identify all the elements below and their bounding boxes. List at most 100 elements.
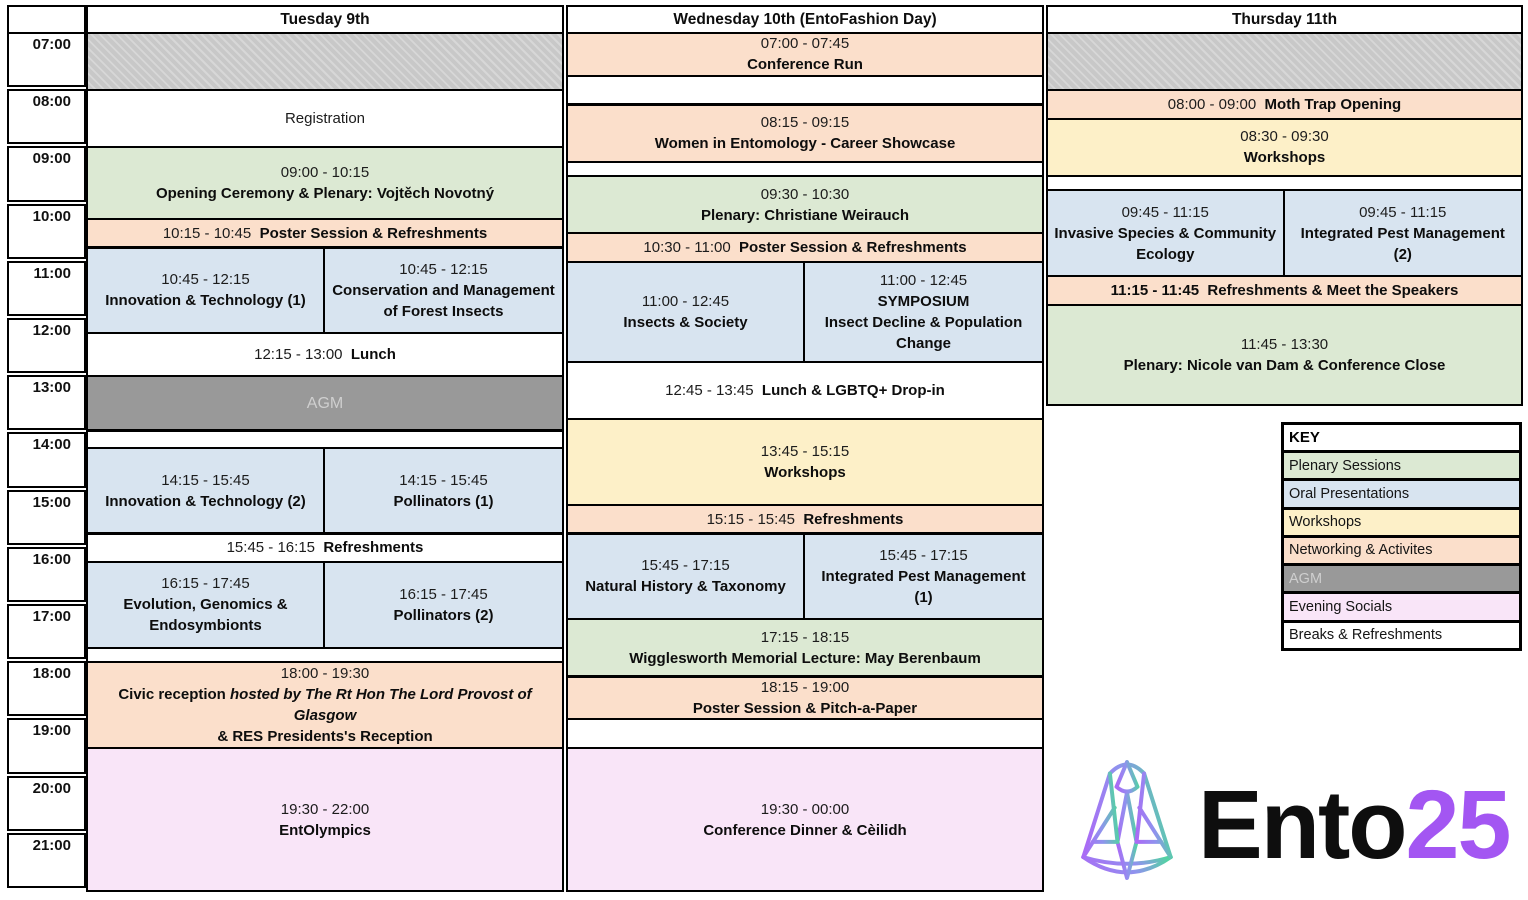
time-label: 16:00: [32, 550, 71, 568]
event-text-line: 12:15 - 13:00 Lunch: [254, 346, 396, 364]
time-label: 17:00: [32, 608, 71, 625]
moth-icon: [1081, 760, 1173, 880]
time-label: 07:00: [32, 36, 71, 53]
time-label: 12:00: [32, 322, 71, 339]
event-text-line: 09:30 - 10:30: [760, 185, 850, 203]
event-text-line: 14:15 - 15:45: [161, 471, 250, 489]
event-text-line: 10:45 - 12:15: [161, 271, 250, 289]
event-text-line: 16:15 - 17:45: [399, 585, 488, 603]
event-agm: AGM: [86, 375, 564, 432]
time-label: 21:00: [32, 836, 71, 854]
key-row-break: Breaks & Refreshments: [1284, 619, 1519, 648]
event-text-line: 09:45 - 11:15: [1121, 203, 1209, 221]
day-events-thursday: 08:00 - 09:00 Moth Trap Opening 08:30 - 0…: [1046, 0, 1523, 900]
event-text-line: Innovation & Technology (2): [105, 492, 306, 510]
event-text-line: 19:30 - 00:00: [760, 800, 850, 818]
event-text-line: Conservation and Management of Forest In…: [332, 281, 555, 320]
event-text-line: Integrated Pest Management (2): [1300, 224, 1505, 263]
event-break: 12:45 - 13:45 Lunch & LGBTQ+ Drop-in: [566, 360, 1044, 421]
event-text-line: Conference Dinner & Cèilidh: [703, 821, 907, 839]
event-text-line: 15:45 - 17:15: [879, 546, 968, 564]
event-text-line: 19:30 - 22:00: [280, 800, 370, 818]
time-label: 11:00: [33, 264, 71, 282]
time-slot: 09:00: [7, 146, 86, 202]
event-text-line: 10:15 - 10:45 Poster Session & Refreshme…: [162, 224, 488, 242]
event-text-line: 09:00 - 10:15: [280, 164, 370, 182]
event-text-line: Workshops: [1243, 149, 1326, 167]
event-text-line: EntOlympics: [279, 821, 371, 839]
event-text-line: 18:15 - 19:00: [760, 678, 850, 696]
event-text-line: 10:45 - 12:15: [399, 260, 488, 278]
logo-text: Ento25: [1198, 770, 1511, 873]
time-slot: 12:00: [7, 318, 86, 374]
event-networking: 11:15 - 11:45 Refreshments & Meet the Sp…: [1046, 275, 1523, 306]
event-text-line: Evolution, Genomics & Endosymbionts: [123, 596, 288, 635]
event-text-line: Plenary: Christiane Weirauch: [700, 206, 910, 224]
event-break: [566, 718, 1044, 749]
key-row-agm: AGM: [1284, 563, 1519, 592]
event-text-line: 12:45 - 13:45 Lunch & LGBTQ+ Drop-in: [665, 381, 945, 399]
key-row-workshop: Workshops: [1284, 506, 1519, 535]
event-text-line: Innovation & Technology (1): [105, 292, 306, 310]
key-row-networking: Networking & Activites: [1284, 534, 1519, 564]
time-label: 19:00: [32, 722, 71, 740]
time-slot: 18:00: [7, 661, 86, 717]
event-text-line: 11:15 - 11:45 Refreshments & Meet the Sp…: [1110, 281, 1459, 299]
time-label: 13:00: [32, 379, 71, 397]
event-text-line: 10:30 - 11:00 Poster Session & Refreshme…: [643, 238, 967, 256]
event-text-line: 09:45 - 11:15: [1359, 203, 1447, 221]
time-slot: 13:00: [7, 375, 86, 431]
event-text-line: Workshops: [764, 463, 846, 481]
event-text-line: 07:00 - 07:45: [760, 35, 850, 53]
event-text-line: Insects & Society: [623, 313, 748, 331]
day-column-thursday: Thursday 11th 08:00 - 09:00 Moth Trap Op…: [1046, 0, 1523, 900]
event-text-line: 11:00 - 12:45: [641, 292, 730, 310]
time-slot: 07:00: [7, 32, 86, 88]
event-text-line: Pollinators (2): [393, 606, 494, 624]
time-slot: 19:00: [7, 718, 86, 774]
event-text-line: 08:00 - 09:00 Moth Trap Opening: [1167, 95, 1402, 113]
event-unavailable: [86, 32, 564, 92]
event-text-line: 15:45 - 16:15 Refreshments: [226, 539, 424, 557]
time-slot: 20:00: [7, 775, 86, 831]
time-slot: 10:00: [7, 203, 86, 259]
event-text-line: Conference Run: [747, 56, 863, 74]
key-legend-title: KEY: [1284, 425, 1519, 450]
event-text-line: Wigglesworth Memorial Lecture: May Beren…: [629, 649, 981, 667]
event-text-line: 08:15 - 09:15: [760, 114, 850, 132]
time-slot: 21:00: [7, 832, 86, 888]
day-header: Wednesday 10th (EntoFashion Day): [566, 5, 1044, 34]
event-text-line: Plenary: Nicole van Dam & Conference Clo…: [1123, 356, 1446, 374]
event-text-line: Opening Ceremony & Plenary: Vojtěch Novo…: [155, 185, 495, 203]
event-text-line: Invasive Species & Community Ecology: [1054, 224, 1277, 263]
event-unavailable: [1046, 32, 1523, 92]
time-label: 09:00: [32, 150, 71, 168]
event-text-line: Women in Entomology - Career Showcase: [654, 135, 956, 153]
event-text-line: Insect Decline & Population Change: [824, 313, 1023, 352]
event-text-line: 15:45 - 17:15: [641, 557, 730, 575]
time-label: 15:00: [32, 493, 71, 511]
time-label: 14:00: [32, 436, 71, 454]
